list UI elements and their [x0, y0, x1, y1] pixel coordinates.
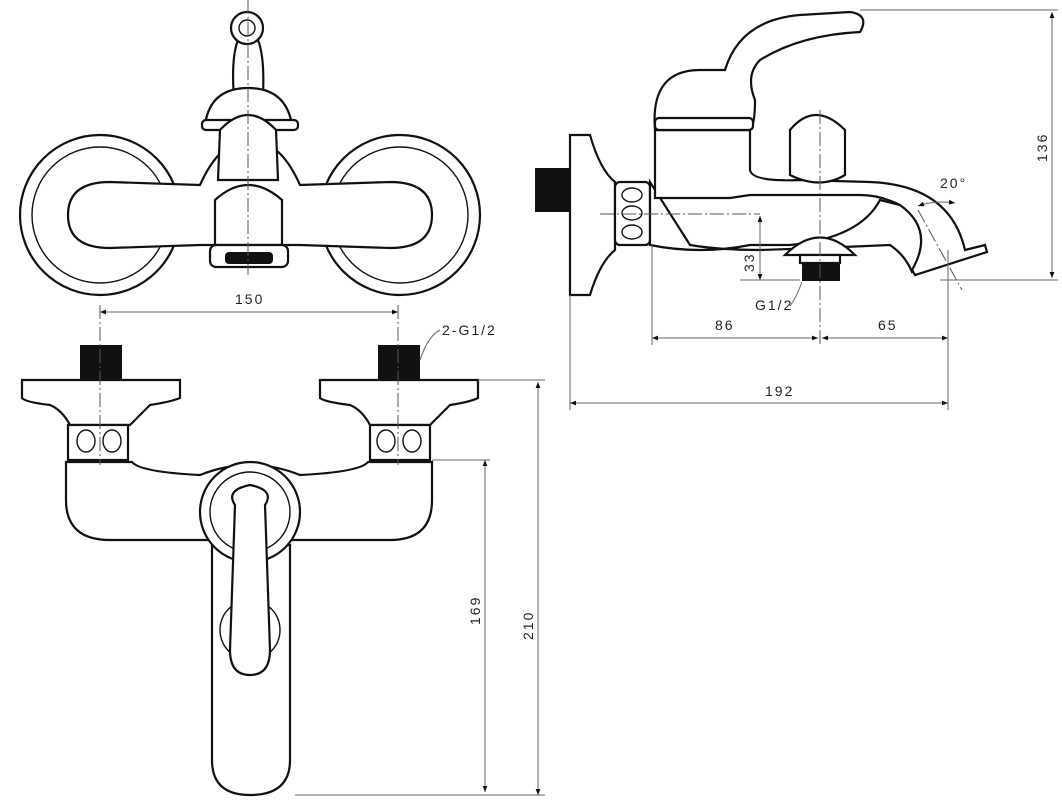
dim-outlet-thread: G1/2	[755, 297, 793, 313]
side-view	[535, 10, 989, 345]
dim-total-depth: 192	[765, 383, 794, 399]
dim-outlet-to-spout: 65	[878, 317, 898, 333]
dim-body-height: 169	[467, 596, 483, 625]
dim-total-height: 210	[520, 611, 536, 640]
dim-spout-angle: 20°	[940, 175, 967, 191]
dimensions: 150 2-G1/2 169 210 136 33 G1/2 20° 86 65…	[100, 9, 1058, 796]
dim-inlet-thread: 2-G1/2	[442, 322, 497, 338]
front-view	[20, 305, 480, 797]
dim-inlet-spacing: 150	[235, 291, 264, 307]
dim-wall-to-outlet: 86	[715, 317, 735, 333]
dim-height-overall: 136	[1034, 133, 1050, 162]
top-view	[18, 0, 482, 297]
dim-outlet-height: 33	[741, 252, 757, 272]
